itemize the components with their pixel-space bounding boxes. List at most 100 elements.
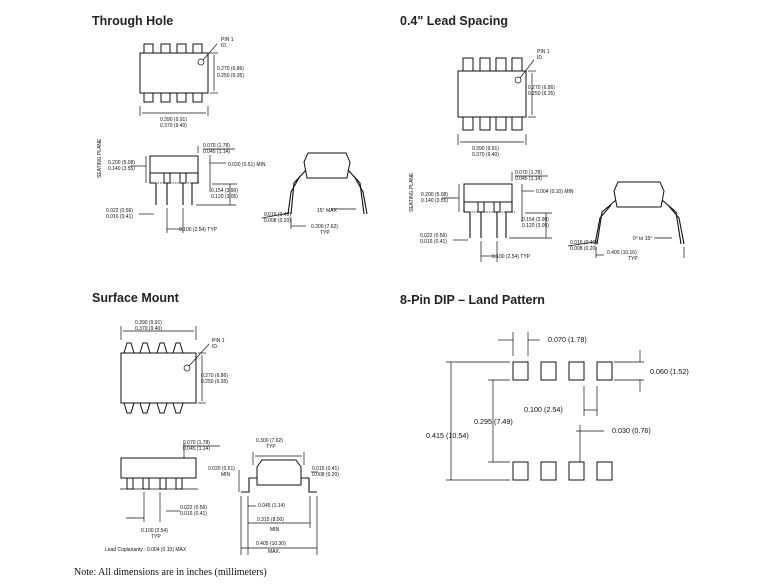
sm-thickness-max: 0.016 (0.41) bbox=[312, 466, 339, 472]
surface-mount-drawing: 0.390 (9.91) 0.370 (9.40) PIN 1 ID. 0.27… bbox=[105, 320, 339, 555]
th-pin1-id: ID. bbox=[221, 43, 227, 49]
sm-coplanarity: Lead Coplanarity : 0.004 (0.10) MAX bbox=[105, 547, 187, 553]
lp-outer-span: 0.415 (10.54) bbox=[426, 431, 469, 440]
ls-lead-width-min: 0.016 (0.41) bbox=[420, 239, 447, 245]
sm-pin1-label: PIN 1 bbox=[212, 338, 225, 344]
land-pad bbox=[512, 361, 529, 381]
sm-pin1-id: ID. bbox=[212, 344, 218, 350]
th-lead-length-max: 0.154 (3.90) bbox=[211, 188, 238, 194]
ls-height-min: 0.140 (3.55) bbox=[421, 198, 448, 204]
th-width-min: 0.250 (6.35) bbox=[217, 73, 244, 79]
sm-pitch: 0.100 (2.54) bbox=[141, 528, 168, 534]
ls-standoff-min: 0.045 (1.14) bbox=[515, 176, 542, 182]
lp-gap: 0.030 (0.76) bbox=[612, 426, 651, 435]
th-pin1-label: PIN 1 bbox=[221, 37, 234, 43]
ls-height-max: 0.200 (5.08) bbox=[421, 192, 448, 198]
ls-length-max: 0.390 (9.91) bbox=[472, 146, 499, 152]
sm-span-outer: 0.405 (10.30) bbox=[256, 541, 286, 547]
sm-end-view: 0.300 (7.62) TYP 0.020 (0.51) MIN 0.016 … bbox=[208, 438, 339, 555]
sm-pitch-typ: TYP bbox=[151, 534, 161, 540]
sm-seat-min-label: MIN bbox=[221, 472, 231, 478]
sm-width-max: 0.270 (6.86) bbox=[201, 373, 228, 379]
ls-pin1-id: ID. bbox=[537, 55, 543, 61]
ls-top-view: PIN 1 ID. 0.270 (6.86) 0.250 (6.35) 0.39… bbox=[457, 49, 555, 158]
ls-seating-plane: SEATING PLANE bbox=[409, 172, 415, 212]
th-seating-plane: SEATING PLANE bbox=[97, 138, 103, 178]
ls-standoff-max: 0.070 (1.78) bbox=[515, 170, 542, 176]
ls-angle: 0° to 15° bbox=[633, 236, 652, 242]
ls-width-max: 0.270 (6.86) bbox=[528, 85, 555, 91]
lp-inner-span: 0.295 (7.49) bbox=[474, 417, 513, 426]
ls-row-typ: TYP bbox=[628, 256, 638, 262]
title-lead-spacing: 0.4" Lead Spacing bbox=[400, 14, 509, 28]
th-lead-length-min: 0.120 (3.05) bbox=[211, 194, 238, 200]
ls-lead-length-max: 0.154 (3.90) bbox=[522, 217, 549, 223]
lead-spacing-drawing: PIN 1 ID. 0.270 (6.86) 0.250 (6.35) 0.39… bbox=[409, 49, 685, 262]
th-length-min: 0.370 (9.40) bbox=[160, 123, 187, 129]
land-pad bbox=[596, 361, 613, 381]
th-standoff-max: 0.070 (1.78) bbox=[203, 143, 230, 149]
sm-thickness-min: 0.008 (0.20) bbox=[312, 472, 339, 478]
th-standoff-min: 0.045 (1.14) bbox=[203, 149, 230, 155]
sm-side-view: 0.070 (1.78) 0.045 (1.14) 0.022 (0.56) 0… bbox=[105, 440, 220, 553]
th-thickness-min: 0.008 (0.20) bbox=[264, 218, 291, 224]
land-pad bbox=[512, 461, 529, 481]
th-angle: 15° MAX bbox=[317, 208, 337, 214]
land-pad bbox=[540, 461, 557, 481]
land-pad bbox=[568, 361, 585, 381]
ls-width-min: 0.250 (6.35) bbox=[528, 91, 555, 97]
title-land-pattern: 8-Pin DIP – Land Pattern bbox=[400, 293, 545, 307]
sm-lead-width-max: 0.022 (0.56) bbox=[180, 505, 207, 511]
sm-span-outer-max: MAX. bbox=[268, 549, 280, 555]
sm-span-inner: 0.315 (8.00) bbox=[257, 517, 284, 523]
lp-pad-height: 0.060 (1.52) bbox=[650, 367, 689, 376]
through-hole-drawing: PIN 1 ID. 0.270 (6.86) 0.250 (6.35) 0.39… bbox=[97, 37, 368, 236]
th-row-typ: TYP bbox=[320, 230, 330, 236]
th-width-max: 0.270 (6.86) bbox=[217, 66, 244, 72]
sm-length-min: 0.370 (9.40) bbox=[135, 326, 162, 332]
ls-pitch: 0.100 (2.54) TYP bbox=[492, 254, 531, 260]
land-pad bbox=[568, 461, 585, 481]
th-pitch: 0.100 (2.54) TYP bbox=[179, 227, 218, 233]
th-lead-width-min: 0.016 (0.41) bbox=[106, 214, 133, 220]
ls-lead-length-min: 0.120 (3.05) bbox=[522, 223, 549, 229]
sm-foot-length: 0.045 (1.14) bbox=[258, 503, 285, 509]
ls-thickness-min: 0.008 (0.20) bbox=[570, 246, 597, 252]
land-pattern-drawing: 0.070 (1.78) 0.060 (1.52) 0.100 (2.54) 0… bbox=[426, 332, 689, 481]
lp-pitch: 0.100 (2.54) bbox=[524, 405, 563, 414]
dimensions-note: Note: All dimensions are in inches (mill… bbox=[74, 567, 267, 578]
th-end-view: 15° MAX 0.300 (7.62) TYP 0.016 (0.40) 0.… bbox=[261, 152, 368, 236]
sm-row-spacing: 0.300 (7.62) bbox=[256, 438, 283, 444]
sm-standoff-min: 0.045 (1.14) bbox=[183, 446, 210, 452]
sm-seat-min: 0.020 (0.51) bbox=[208, 466, 235, 472]
th-height-min: 0.140 (3.55) bbox=[108, 166, 135, 172]
th-height-max: 0.200 (5.08) bbox=[108, 160, 135, 166]
ls-length-min: 0.370 (9.40) bbox=[472, 152, 499, 158]
sm-width-min: 0.250 (6.35) bbox=[201, 379, 228, 385]
th-side-view: SEATING PLANE 0.070 (1.78) 0.045 (1.14) … bbox=[97, 138, 266, 233]
sm-span-inner-min: MIN bbox=[270, 527, 280, 533]
th-row-spacing: 0.300 (7.62) bbox=[311, 224, 338, 230]
ls-side-view: SEATING PLANE 0.070 (1.78) 0.045 (1.14) … bbox=[409, 170, 574, 262]
ls-seat-min: 0.004 (0.10) MIN bbox=[536, 189, 574, 195]
sm-standoff-max: 0.070 (1.78) bbox=[183, 440, 210, 446]
ls-end-view: 0° to 15° 0.400 (10.16) TYP 0.016 (0.40)… bbox=[567, 181, 685, 262]
sm-row-typ: TYP bbox=[266, 444, 276, 450]
th-seat-min: 0.020 (0.51) MIN bbox=[228, 162, 266, 168]
lp-pad-width: 0.070 (1.78) bbox=[548, 335, 587, 344]
title-surface-mount: Surface Mount bbox=[92, 291, 179, 305]
th-lead-width-max: 0.022 (0.56) bbox=[106, 208, 133, 214]
title-through-hole: Through Hole bbox=[92, 14, 174, 28]
ls-pin1-label: PIN 1 bbox=[537, 49, 550, 55]
ls-row-spacing: 0.400 (10.16) bbox=[607, 250, 637, 256]
sm-top-view: 0.390 (9.91) 0.370 (9.40) PIN 1 ID. 0.27… bbox=[120, 320, 228, 414]
land-pad bbox=[540, 361, 557, 381]
th-top-view: PIN 1 ID. 0.270 (6.86) 0.250 (6.35) 0.39… bbox=[139, 37, 244, 129]
ls-thickness-max: 0.016 (0.40) bbox=[570, 240, 597, 246]
th-length-max: 0.390 (9.91) bbox=[160, 117, 187, 123]
sm-length-max: 0.390 (9.91) bbox=[135, 320, 162, 326]
ls-lead-width-max: 0.022 (0.56) bbox=[420, 233, 447, 239]
sm-lead-width-min: 0.016 (0.41) bbox=[180, 511, 207, 517]
